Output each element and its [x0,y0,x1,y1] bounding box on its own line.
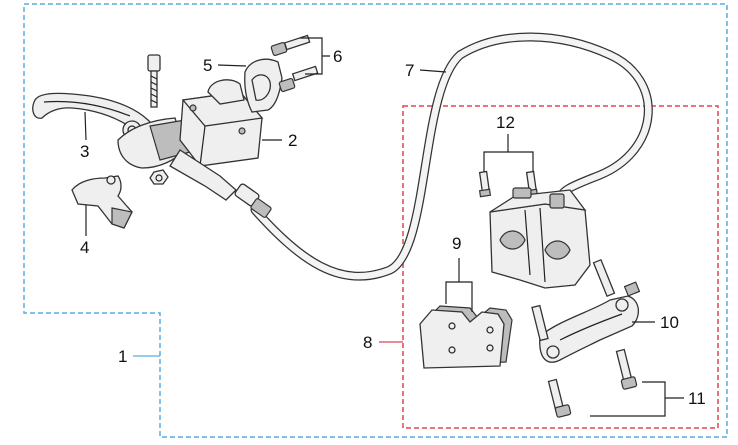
callout-10: 10 [660,313,679,332]
pivot-bolt-drawing [147,54,161,108]
callout-5: 5 [203,56,212,75]
callout-6: 6 [333,47,342,66]
brake-hose-drawing [234,32,653,281]
lever-nut-drawing [149,169,169,185]
callout-11: 11 [688,389,706,408]
handlebar-clamp-drawing [244,34,319,113]
master-cylinder-drawing [117,79,264,201]
callout-2: 2 [288,131,297,150]
callout-3: 3 [80,142,89,161]
leader-lines [84,37,684,417]
callout-4: 4 [80,238,89,257]
callout-12: 12 [496,113,515,132]
assembly-frame-outer [23,3,728,438]
bracket-bolts-drawing [547,348,638,418]
caliper-body-drawing [489,187,591,289]
lever-clamp-drawing [71,175,133,229]
brake-pads-drawing [419,305,513,369]
caliper-bracket-drawing [531,258,641,363]
callout-1: 1 [118,347,127,366]
callout-9: 9 [452,234,461,253]
callout-7: 7 [405,61,414,80]
callout-8: 8 [363,333,372,352]
caliper-bolts-drawing [478,170,539,198]
caliper-frame [402,105,719,429]
